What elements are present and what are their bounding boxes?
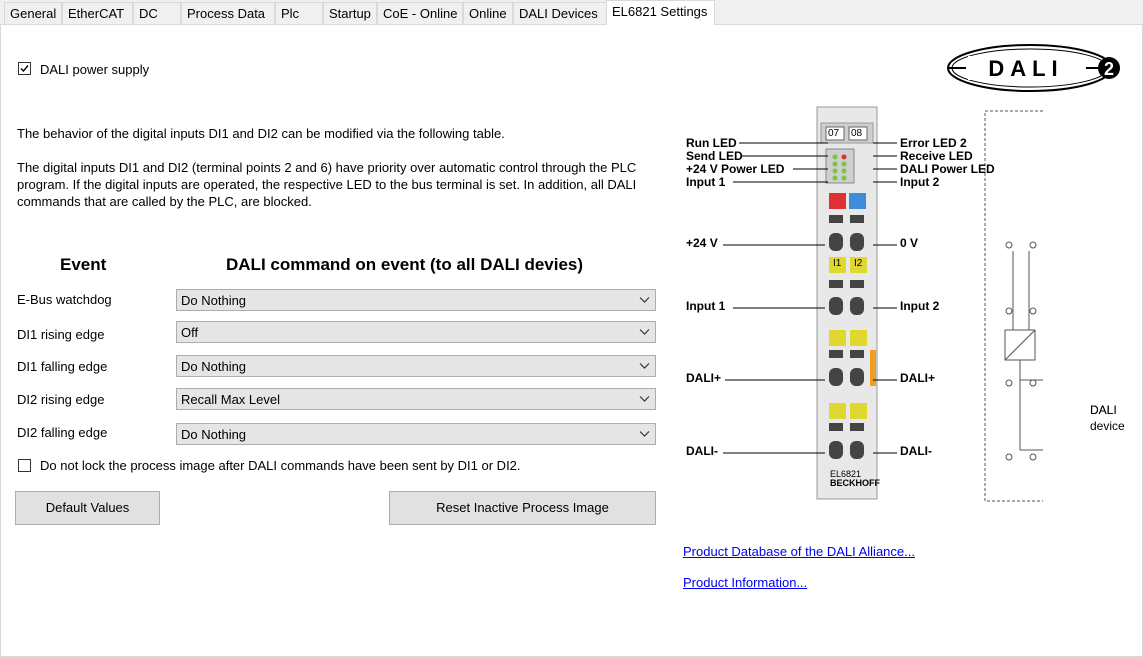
select-value: Recall Max Level xyxy=(181,392,280,407)
select-value: Do Nothing xyxy=(181,359,247,374)
command-select-di1-rising[interactable]: Off xyxy=(176,321,656,343)
chevron-down-icon xyxy=(639,363,650,369)
tab-coe-online[interactable]: CoE - Online xyxy=(377,2,463,24)
command-select-di2-falling[interactable]: Do Nothing xyxy=(176,423,656,445)
label-input-1-top: Input 1 xyxy=(686,175,726,189)
el6821-terminal-diagram: Run LED Send LED +24 V Power LED Input 1… xyxy=(683,105,1117,505)
tab-ethercat[interactable]: EtherCAT xyxy=(62,2,133,24)
dali-device-label-1: DALI xyxy=(1090,403,1117,417)
terminal-model: EL6821 xyxy=(830,469,862,479)
select-value: Off xyxy=(181,325,199,340)
label-dali-plus-right: DALI+ xyxy=(900,371,936,385)
event-column-header: Event xyxy=(60,255,107,274)
chevron-down-icon xyxy=(639,297,650,303)
terminal-number-08: 08 xyxy=(851,128,863,139)
logo-version: 2 xyxy=(1104,59,1114,79)
label-run-led: Run LED xyxy=(686,136,737,150)
lock-process-image-label: Do not lock the process image after DALI… xyxy=(40,458,521,473)
terminal-brand: BECKHOFF xyxy=(830,478,880,488)
tab-dc[interactable]: DC xyxy=(133,2,181,24)
chevron-down-icon xyxy=(639,396,650,402)
tab-plc[interactable]: Plc xyxy=(275,2,323,24)
lock-process-image-checkbox[interactable] xyxy=(18,459,31,472)
event-label-di1-falling: DI1 falling edge xyxy=(17,359,108,374)
logo-text: DALI xyxy=(988,56,1063,81)
terminal-drawing xyxy=(723,106,1043,502)
event-label-ebus-watchdog: E-Bus watchdog xyxy=(17,292,112,307)
tab-dali-devices[interactable]: DALI Devices xyxy=(513,2,607,24)
label-error-led-2: Error LED 2 xyxy=(900,136,967,150)
label-receive-led: Receive LED xyxy=(900,149,973,163)
label-24v-power-led: +24 V Power LED xyxy=(686,162,785,176)
description-line-2: The digital inputs DI1 and DI2 (terminal… xyxy=(17,160,637,209)
reset-inactive-process-image-button[interactable]: Reset Inactive Process Image xyxy=(389,491,656,525)
command-select-ebus-watchdog[interactable]: Do Nothing xyxy=(176,289,656,311)
tab-strip: General EtherCAT DC Process Data Plc Sta… xyxy=(0,0,1143,25)
tab-el6821-settings[interactable]: EL6821 Settings xyxy=(606,0,715,25)
label-dali-power-led: DALI Power LED xyxy=(900,162,995,176)
event-label-di2-falling: DI2 falling edge xyxy=(17,425,108,440)
label-dali-minus-left: DALI- xyxy=(686,444,718,458)
event-label-di2-rising: DI2 rising edge xyxy=(17,392,105,407)
label-input-2: Input 2 xyxy=(900,299,940,313)
tab-online[interactable]: Online xyxy=(463,2,513,24)
label-24v: +24 V xyxy=(686,236,718,250)
dali-2-logo: DALI 2 xyxy=(947,44,1120,92)
label-0v: 0 V xyxy=(900,236,919,250)
label-dali-minus-right: DALI- xyxy=(900,444,932,458)
dali-power-supply-checkbox[interactable] xyxy=(18,62,31,75)
dali-power-supply-label: DALI power supply xyxy=(40,62,150,77)
label-input-1: Input 1 xyxy=(686,299,726,313)
description-line-1: The behavior of the digital inputs DI1 a… xyxy=(17,126,505,141)
select-value: Do Nothing xyxy=(181,293,247,308)
chevron-down-icon xyxy=(639,329,650,335)
dali-device-label: DALI xyxy=(1090,403,1117,417)
select-value: Do Nothing xyxy=(181,427,247,442)
channel-label-i1: I1 xyxy=(833,258,842,269)
label-input-2-top: Input 2 xyxy=(900,175,940,189)
dali-alliance-link[interactable]: Product Database of the DALI Alliance... xyxy=(683,544,915,559)
terminal-number-07: 07 xyxy=(828,128,840,139)
label-dali-plus-left: DALI+ xyxy=(686,371,722,385)
tab-process-data[interactable]: Process Data xyxy=(181,2,275,24)
command-column-header: DALI command on event (to all DALI devie… xyxy=(226,255,584,274)
product-information-link[interactable]: Product Information... xyxy=(683,575,808,590)
tab-startup[interactable]: Startup xyxy=(323,2,377,24)
command-select-di1-falling[interactable]: Do Nothing xyxy=(176,355,656,377)
chevron-down-icon xyxy=(639,431,650,437)
command-select-di2-rising[interactable]: Recall Max Level xyxy=(176,388,656,410)
label-send-led: Send LED xyxy=(686,149,743,163)
default-values-button[interactable]: Default Values xyxy=(15,491,160,525)
channel-label-i2: I2 xyxy=(854,258,863,269)
dali-device-label-2: device xyxy=(1090,419,1125,433)
event-label-di1-rising: DI1 rising edge xyxy=(17,327,105,342)
tab-general[interactable]: General xyxy=(4,2,62,24)
